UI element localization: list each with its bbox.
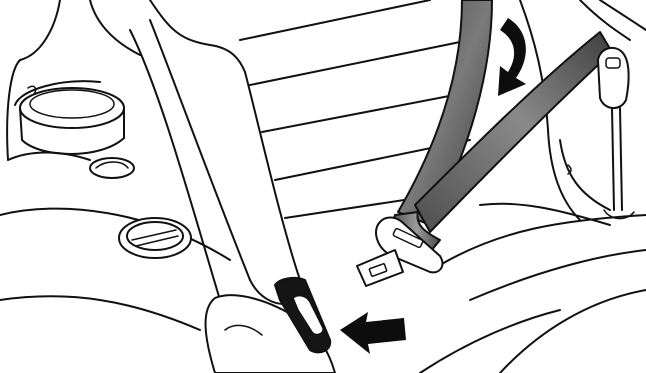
belt-anchor (598, 48, 634, 219)
arrow-icon (340, 312, 406, 354)
interior-lines (7, 0, 646, 373)
seat-cushion (150, 20, 300, 304)
arrow-icon (498, 18, 526, 96)
center-console (0, 30, 230, 330)
